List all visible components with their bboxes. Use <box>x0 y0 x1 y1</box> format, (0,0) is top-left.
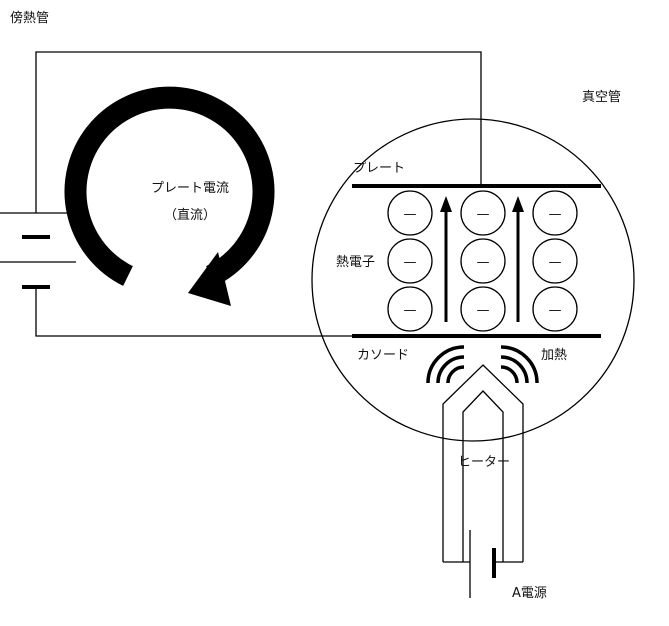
electron-circle <box>532 238 578 284</box>
electron-minus-sign: — <box>549 303 562 318</box>
electron-minus-sign: — <box>549 255 562 270</box>
electron-circle <box>460 190 506 236</box>
electron-grid: — — — — — — — — — <box>387 190 578 332</box>
heating-label: 加熱 <box>541 348 567 363</box>
circular-arrow-icon <box>64 86 275 306</box>
electron-circle <box>460 238 506 284</box>
dc-label: （直流） <box>164 208 216 223</box>
electron-circle <box>387 190 433 236</box>
electron-minus-sign: — <box>549 207 562 222</box>
electron-icon: — <box>460 238 506 284</box>
electron-circle <box>532 190 578 236</box>
a-supply-label: A電源 <box>512 586 547 601</box>
tube-envelope <box>311 118 635 442</box>
heat-wave-icon <box>426 345 539 384</box>
electron-icon: — <box>532 286 578 332</box>
battery-icon <box>0 212 76 289</box>
thermal-electron-label: 熱電子 <box>336 255 375 270</box>
electron-minus-sign: — <box>477 207 490 222</box>
electron-icon: — <box>532 238 578 284</box>
electron-circle <box>532 286 578 332</box>
electron-minus-sign: — <box>404 255 417 270</box>
electron-minus-sign: — <box>477 255 490 270</box>
heater-element <box>442 364 524 562</box>
electron-icon: — <box>460 190 506 236</box>
electron-icon: — <box>532 190 578 236</box>
tube-label: 真空管 <box>582 90 621 105</box>
heater-label: ヒーター <box>458 455 510 470</box>
electron-circle <box>460 286 506 332</box>
electron-minus-sign: — <box>404 207 417 222</box>
a-supply-battery-icon <box>443 530 523 598</box>
electron-circle <box>387 286 433 332</box>
page-title: 傍熱管 <box>10 10 49 26</box>
electron-circle <box>387 238 433 284</box>
electron-flow-arrow-left <box>440 196 452 322</box>
electron-flow-arrow-right <box>512 196 524 322</box>
electron-icon: — <box>387 286 433 332</box>
plate-label: プレート <box>353 161 405 176</box>
electron-icon: — <box>387 190 433 236</box>
plate-current-label: プレート電流 <box>151 181 229 196</box>
electron-icon: — <box>460 286 506 332</box>
electron-minus-sign: — <box>404 303 417 318</box>
cathode-label: カソード <box>357 348 409 363</box>
electron-icon: — <box>387 238 433 284</box>
electron-minus-sign: — <box>477 303 490 318</box>
